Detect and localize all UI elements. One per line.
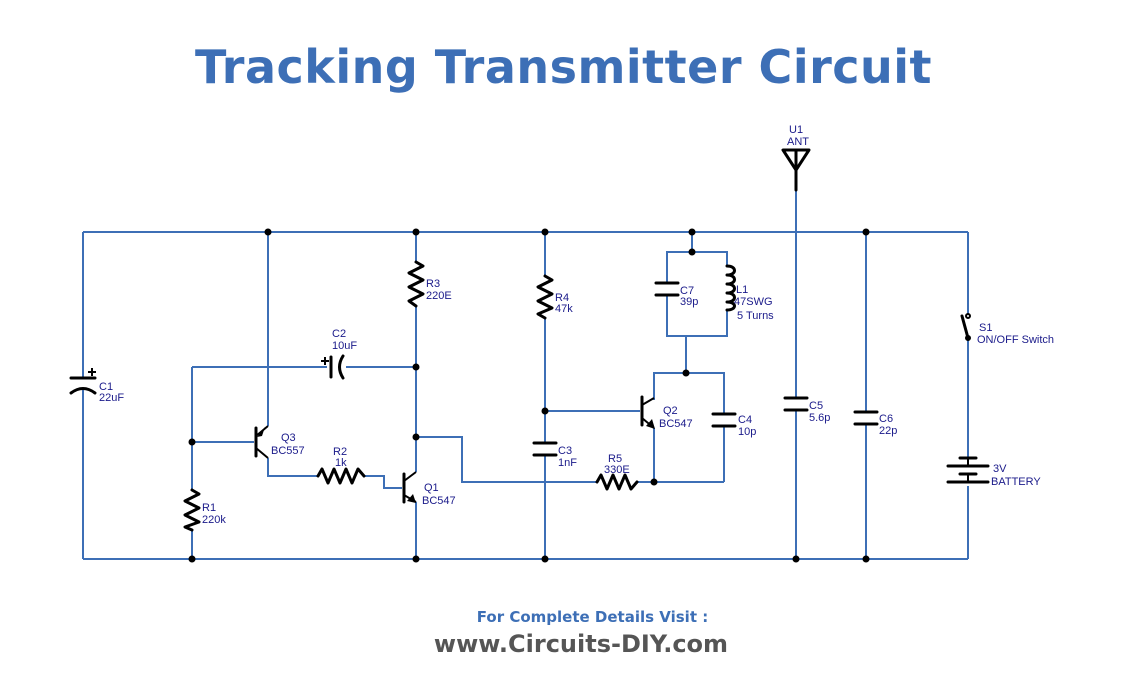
node [688, 228, 696, 236]
q1-value: BC547 [422, 495, 456, 507]
node [412, 555, 420, 563]
footer-visit-label: For Complete Details Visit : [476, 608, 709, 626]
s1-ref: S1 [979, 322, 992, 334]
resistor-r1: R1 220k [183, 488, 226, 532]
u1-value: ANT [787, 136, 809, 148]
wire-tank [666, 232, 728, 373]
node [412, 363, 420, 371]
wires [82, 190, 969, 560]
capacitor-c3: C3 1nF [532, 441, 577, 469]
c4-ref: C4 [738, 414, 752, 426]
node [792, 555, 800, 563]
c2-value: 10uF [332, 340, 357, 352]
q2-ref: Q2 [663, 405, 678, 417]
transistor-q2: Q2 BC547 [640, 395, 693, 430]
c2-ref: C2 [332, 328, 346, 340]
switch-s1: S1 ON/OFF Switch [960, 313, 1054, 346]
footer-url[interactable]: www.Circuits-DIY.com [433, 630, 729, 658]
c5-ref: C5 [809, 400, 823, 412]
c1-ref: C1 [99, 381, 113, 393]
c4-value: 10p [738, 426, 756, 438]
transistor-q3: Q3 BC557 [254, 425, 305, 459]
l1-value: 47SWG [734, 296, 773, 308]
s1-value: ON/OFF Switch [977, 334, 1054, 346]
node [682, 369, 690, 377]
page-title: Tracking Transmitter Circuit [194, 40, 933, 94]
inductor-l1: L1 47SWG 5 Turns [725, 264, 774, 322]
r1-value: 220k [202, 514, 226, 526]
wire-q3-collector [267, 458, 402, 489]
resistor-r3: R3 220E [407, 260, 452, 308]
battery-voltage: 3V [993, 463, 1007, 475]
r3-value: 220E [426, 290, 452, 302]
c7-value: 39p [680, 296, 698, 308]
capacitor-c6: C6 22p [853, 410, 897, 437]
u1-ref: U1 [789, 124, 803, 136]
node [412, 433, 420, 441]
q1-ref: Q1 [424, 482, 439, 494]
capacitor-c1: C1 22uF [69, 368, 124, 404]
c7-ref: C7 [680, 285, 694, 297]
capacitor-c4: C4 10p [711, 412, 756, 438]
resistor-r5: R5 330E [595, 453, 639, 491]
l1-turns: 5 Turns [737, 310, 774, 322]
node [412, 228, 420, 236]
capacitor-c5: C5 5.6p [783, 396, 830, 424]
q3-ref: Q3 [281, 432, 296, 444]
node [188, 438, 196, 446]
node [650, 478, 658, 486]
node [541, 407, 549, 415]
r4-value: 47k [555, 303, 573, 315]
node [541, 555, 549, 563]
transistor-q1: Q1 BC547 [402, 471, 456, 507]
node [862, 555, 870, 563]
r4-ref: R4 [555, 292, 569, 304]
c5-value: 5.6p [809, 412, 830, 424]
l1-ref: L1 [736, 284, 748, 296]
c3-ref: C3 [558, 445, 572, 457]
r5-ref: R5 [608, 453, 622, 465]
c6-value: 22p [879, 425, 897, 437]
c1-value: 22uF [99, 392, 124, 404]
node [862, 228, 870, 236]
c6-ref: C6 [879, 413, 893, 425]
battery: 3V BATTERY [946, 456, 1041, 488]
node [541, 228, 549, 236]
node [188, 555, 196, 563]
capacitor-c7: C7 39p [654, 281, 698, 308]
resistor-r2: R2 1k [316, 446, 366, 485]
q3-value: BC557 [271, 445, 305, 457]
capacitor-c2: C2 10uF [321, 328, 357, 380]
r1-ref: R1 [202, 502, 216, 514]
node [264, 228, 272, 236]
r3-ref: R3 [426, 278, 440, 290]
r2-value: 1k [335, 457, 347, 469]
c3-value: 1nF [558, 457, 577, 469]
battery-label: BATTERY [991, 476, 1041, 488]
r5-value: 330E [604, 464, 630, 476]
resistor-r4: R4 47k [536, 274, 573, 320]
node [688, 248, 696, 256]
antenna-u1: U1 ANT [781, 124, 811, 192]
r2-ref: R2 [333, 446, 347, 458]
junction-nodes [188, 228, 870, 563]
q2-value: BC547 [659, 418, 693, 430]
